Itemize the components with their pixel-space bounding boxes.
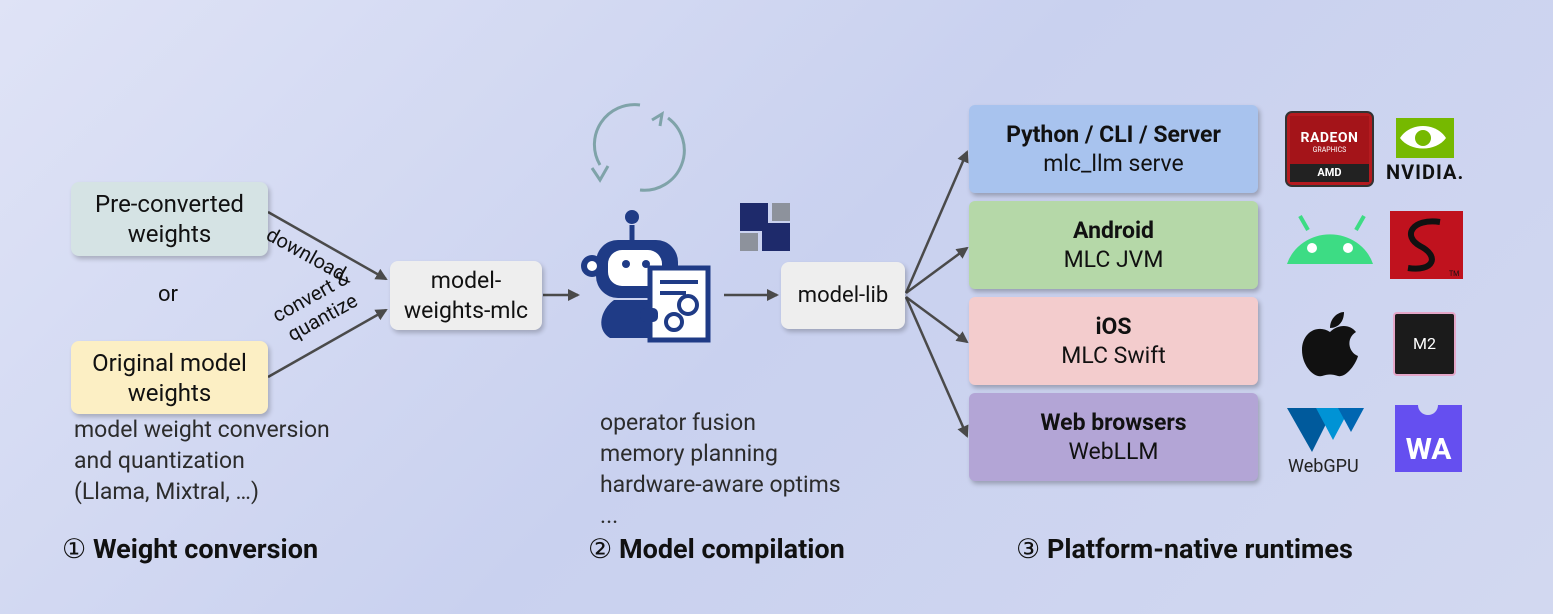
m2-chip-text: M2 — [1413, 334, 1436, 353]
stage-label: Weight conversion — [92, 533, 319, 565]
stage-number: ③ — [1016, 533, 1041, 565]
apple-m2-chip-logo — [1393, 312, 1456, 376]
amd-logo-text: AMD — [1317, 166, 1342, 179]
stage-label: Model compilation — [618, 533, 845, 565]
arrow-to-web — [904, 296, 969, 438]
webassembly-logo-text: WA — [1405, 432, 1452, 467]
preconverted-weights-box: Pre-converted weights — [71, 182, 268, 256]
download-arrow — [267, 210, 388, 281]
platform-android: Android MLC JVM — [969, 201, 1258, 289]
snapdragon-tm-text: TM — [1449, 270, 1460, 278]
android-logo — [1287, 215, 1373, 264]
webgpu-logo-text: WebGPU — [1288, 456, 1359, 477]
platform-subtitle: MLC JVM — [1063, 246, 1164, 273]
platform-python-cli-server: Python / CLI / Server mlc_llm serve — [969, 105, 1258, 193]
stage-model-compilation: ② Model compilation — [588, 533, 845, 565]
platform-title: Python / CLI / Server — [1006, 121, 1221, 148]
platform-title: Web browsers — [1040, 409, 1187, 436]
stage-number: ② — [588, 533, 613, 565]
arrow-to-ios — [905, 295, 969, 344]
or-label: or — [158, 282, 179, 307]
convert-arrow — [267, 308, 388, 379]
weight-conversion-description: model weight conversion and quantization… — [74, 416, 330, 505]
webgpu-logo — [1287, 408, 1364, 452]
platform-ios: iOS MLC Swift — [969, 297, 1258, 385]
arrow-to-android — [905, 246, 969, 295]
snapdragon-logo — [1390, 211, 1463, 279]
radeon-logo-text: RADEON — [1300, 130, 1359, 146]
refresh-cycle-icon — [590, 103, 686, 192]
original-model-weights-box: Original model weights — [71, 341, 268, 414]
platform-subtitle: mlc_llm serve — [1043, 150, 1184, 177]
amd-radeon-logo — [1285, 111, 1374, 187]
webassembly-logo — [1395, 405, 1462, 472]
stage-weight-conversion: ① Weight conversion — [62, 533, 318, 565]
platform-title: iOS — [1095, 313, 1132, 340]
robot-compiler-icon — [581, 210, 711, 343]
model-weights-mlc-box: model- weights-mlc — [390, 261, 542, 330]
stage-number: ① — [62, 533, 87, 565]
compiler-logo-icon — [740, 203, 790, 251]
model-lib-box: model-lib — [781, 262, 905, 329]
arrow-to-python — [904, 150, 969, 294]
platform-subtitle: WebLLM — [1068, 438, 1159, 465]
platform-web-browsers: Web browsers WebLLM — [969, 393, 1258, 481]
radeon-graphics-text: GRAPHICS — [1312, 146, 1347, 154]
nvidia-logo — [1396, 118, 1454, 158]
stage-platform-native-runtimes: ③ Platform-native runtimes — [1016, 533, 1353, 565]
nvidia-logo-text: NVIDIA. — [1386, 160, 1465, 184]
stage-label: Platform-native runtimes — [1046, 533, 1353, 565]
apple-logo — [1302, 312, 1358, 377]
platform-title: Android — [1072, 217, 1155, 244]
compiler-optimizations-list: operator fusion memory planning hardware… — [600, 409, 841, 529]
platform-subtitle: MLC Swift — [1061, 342, 1166, 369]
